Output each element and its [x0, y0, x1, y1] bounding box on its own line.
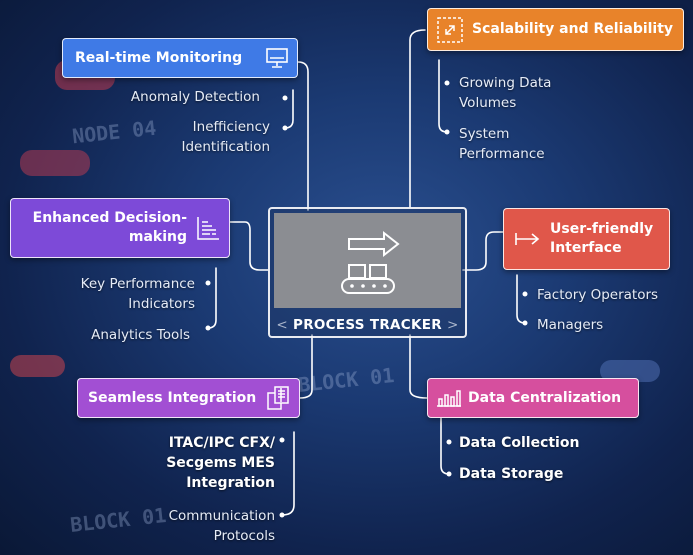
expand-arrows-icon	[437, 16, 463, 43]
right-mark: >	[446, 317, 459, 333]
data-collection-text: Data Collection	[459, 435, 580, 451]
title-text: PROCESS TRACKER	[293, 317, 442, 333]
inefficiency-identification-text: Inefficiency Identification	[181, 119, 270, 155]
node-label: Seamless Integration	[88, 389, 257, 406]
node-label: Enhanced Decision-making	[32, 210, 187, 245]
itac-integration-text: ITAC/IPC CFX/ Secgems MES Integration	[166, 435, 275, 491]
factory-operators-text: Factory Operators	[537, 287, 659, 303]
enhanced-decision-making-node[interactable]: Enhanced Decision-making	[10, 198, 230, 258]
seamless-integration-node[interactable]: Seamless Integration	[77, 378, 300, 418]
background-block	[20, 150, 90, 176]
real-time-monitoring-node[interactable]: Real-time Monitoring	[62, 38, 298, 78]
document-grid-icon	[267, 386, 289, 410]
node-label: User-friendly Interface	[550, 221, 654, 256]
key-performance-indicators-text: Key Performance Indicators	[80, 276, 195, 312]
bar-chart-icon	[437, 390, 461, 407]
node-label: Scalability and Reliability	[472, 21, 674, 37]
growing-data-volumes-text: Growing Data Volumes	[459, 75, 552, 111]
node-label: Real-time Monitoring	[75, 49, 243, 66]
user-friendly-interface-node[interactable]: User-friendly Interface	[503, 208, 670, 270]
monitor-icon	[266, 48, 288, 68]
process-tracker-node[interactable]: < PROCESS TRACKER >	[268, 207, 467, 338]
managers-text: Managers	[537, 317, 604, 333]
communication-protocols-text: Communication Protocols	[168, 508, 275, 544]
data-storage-text: Data Storage	[459, 466, 564, 482]
node-label: Data Centralization	[468, 389, 622, 406]
report-chart-icon	[197, 217, 219, 240]
process-tracker-image	[274, 213, 461, 308]
anomaly-detection-text: Anomaly Detection	[130, 89, 260, 105]
arrow-right-bar-icon	[515, 233, 540, 245]
analytics-tools-text: Analytics Tools	[91, 327, 190, 343]
data-centralization-node[interactable]: Data Centralization	[427, 378, 639, 418]
conveyor-icon	[341, 230, 400, 294]
process-tracker-title: < PROCESS TRACKER >	[270, 317, 465, 333]
scalability-reliability-node[interactable]: Scalability and Reliability	[427, 8, 684, 51]
background-block	[10, 355, 65, 377]
system-performance-text: System Performance	[459, 126, 545, 162]
background-block	[600, 360, 660, 382]
left-mark: <	[276, 317, 288, 333]
